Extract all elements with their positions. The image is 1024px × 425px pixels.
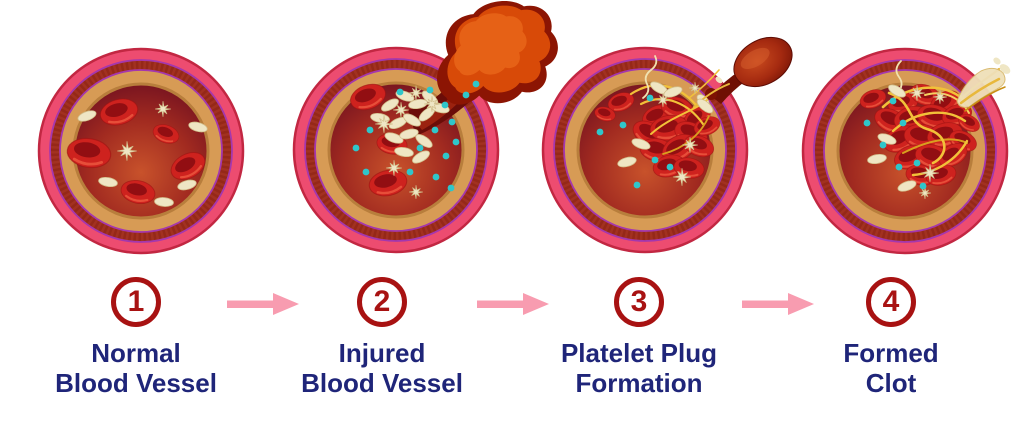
step-number: 4 [882,285,900,318]
right-arrow-icon [477,293,549,315]
stage-label-line: Formation [575,368,703,398]
stage-label-line: Formed [843,338,939,368]
step-number: 2 [373,285,391,318]
step-number-badge-4: 4 [866,277,916,327]
vessel-illustration-4 [801,47,1011,255]
stage-label-line: Blood Vessel [55,368,217,398]
stage-label-line: Injured [338,338,426,368]
vessel-illustration-3 [541,36,793,254]
stage-label-line: Clot [865,368,917,398]
blood-vessel-illustrations [37,0,1011,255]
step-number-badge-1: 1 [111,277,161,327]
stage-label-1: Normal Blood Vessel [6,338,266,398]
stage-label-line: Platelet Plug [560,338,718,368]
vessel-illustration-1 [37,47,245,255]
stage-label-line: Blood Vessel [301,368,463,398]
right-arrow-icon [227,293,299,315]
stage-label-4: Formed Clot [761,338,1021,398]
stage-label-line: Normal [91,338,181,368]
step-number: 1 [127,285,145,318]
step-number-badge-3: 3 [614,277,664,327]
step-number: 3 [630,285,648,318]
stage-label-3: Platelet Plug Formation [509,338,769,398]
step-number-badge-2: 2 [357,277,407,327]
right-arrow-icon [742,293,814,315]
stage-label-2: Injured Blood Vessel [252,338,512,398]
vessel-illustration-2 [292,0,558,254]
